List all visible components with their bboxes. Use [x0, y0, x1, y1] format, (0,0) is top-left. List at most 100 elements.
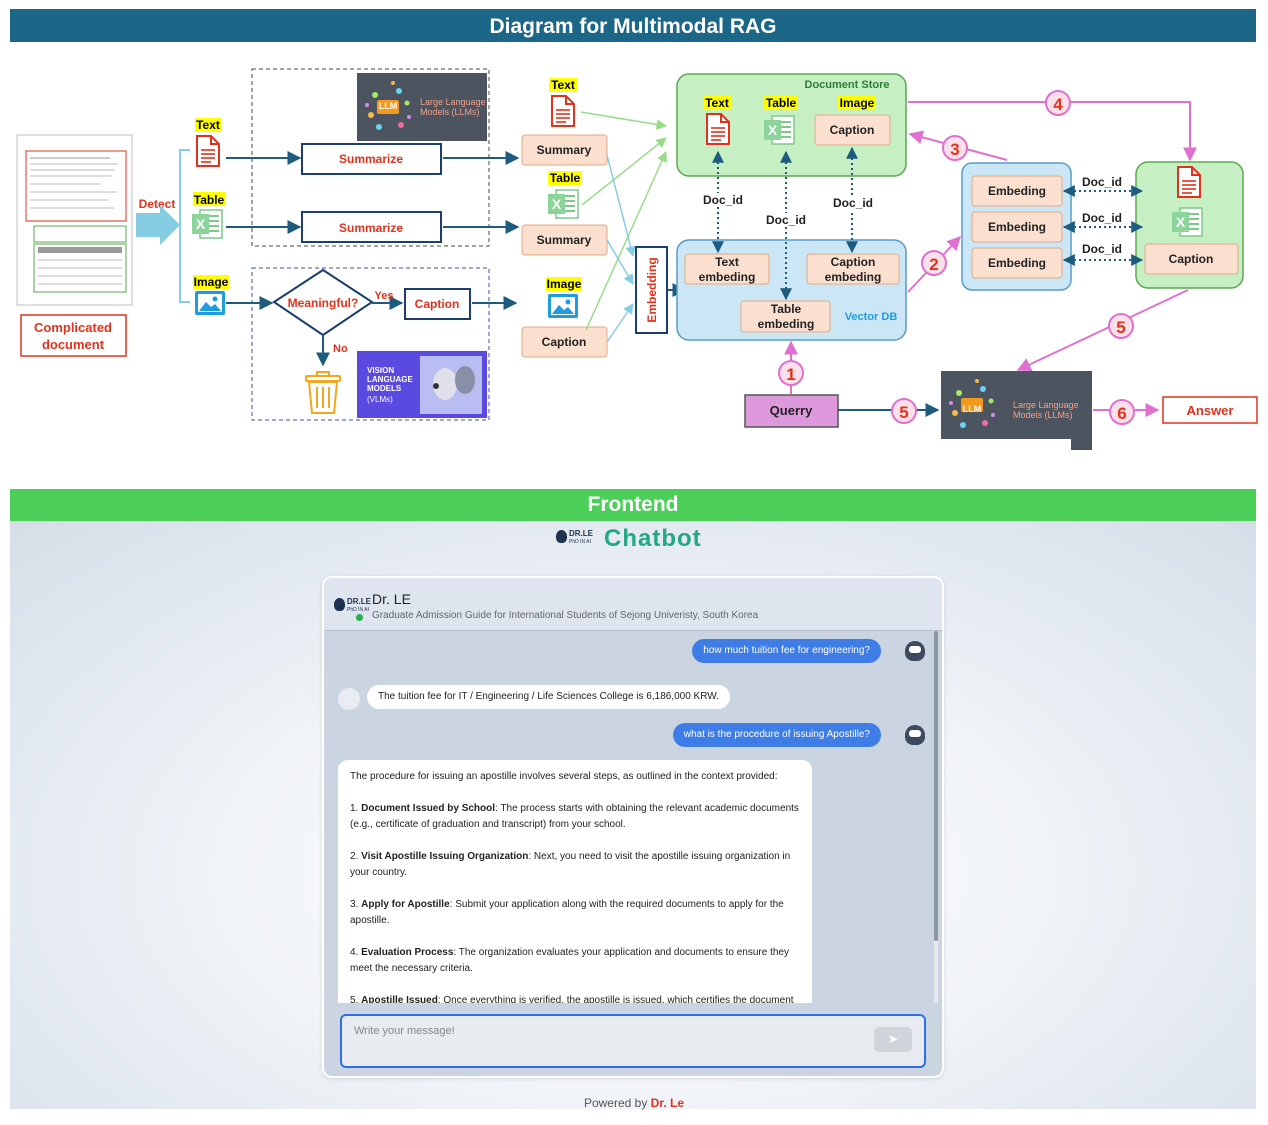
- svg-text:5: 5: [899, 403, 908, 422]
- svg-text:LANGUAGE: LANGUAGE: [367, 375, 413, 384]
- step-5b: 5: [891, 398, 917, 424]
- step-2: 2: [921, 250, 947, 276]
- chat-subtitle: Graduate Admission Guide for Internation…: [372, 610, 759, 621]
- caption-box-mid: Caption: [542, 335, 587, 349]
- message-input[interactable]: [352, 1024, 856, 1038]
- diagram-title: Diagram for Multimodal RAG: [489, 15, 776, 38]
- document-thumbnail: [16, 134, 133, 306]
- svg-text:Models (LLMs): Models (LLMs): [1013, 410, 1073, 420]
- send-button[interactable]: ➤: [874, 1027, 912, 1052]
- multimodal-rag-diagram: X Diagram for Multimodal RAG: [10, 9, 1258, 450]
- doc-id-label-6: Doc_id: [1082, 242, 1122, 256]
- powered-by: Powered by Dr. Le: [583, 1096, 685, 1110]
- online-status-dot: [356, 614, 363, 621]
- mid-doc-icon: [551, 95, 575, 127]
- image-picture-icon: [195, 291, 225, 315]
- summarize-table-box: Summarize: [339, 221, 403, 235]
- user-avatar-icon: [904, 724, 926, 746]
- bot-message: The tuition fee for IT / Engineering / L…: [367, 685, 730, 709]
- mid-text-label: Text: [551, 78, 575, 92]
- store-xls-icon: [763, 115, 795, 145]
- right-doc-icon: [1177, 166, 1201, 198]
- dr-le-logo: DR.LE PhD IN AI: [556, 528, 593, 550]
- svg-text:VISION: VISION: [367, 366, 394, 375]
- step-1: 1: [778, 360, 804, 386]
- svg-text:Models (LLMs): Models (LLMs): [420, 107, 480, 117]
- svg-text:1: 1: [786, 365, 795, 384]
- chatbot-header: DR.LE PhD IN AI Chatbot: [556, 524, 702, 554]
- store-text-label: Text: [705, 96, 729, 110]
- svg-text:5: 5: [1116, 318, 1125, 337]
- doc-id-label-1: Doc_id: [703, 193, 743, 207]
- caption-box-left: Caption: [415, 297, 460, 311]
- powered-by-name[interactable]: Dr. Le: [650, 1096, 685, 1110]
- yes-label: Yes: [375, 290, 394, 302]
- type-image-label: Image: [194, 275, 229, 289]
- store-caption-box: Caption: [830, 123, 875, 137]
- table-xls-icon: [191, 209, 223, 239]
- svg-text:(VLMs): (VLMs): [367, 395, 393, 404]
- mid-image-label: Image: [547, 277, 582, 291]
- svg-text:3: 3: [950, 140, 959, 159]
- send-arrow-icon: ➤: [887, 1032, 899, 1046]
- mid-xls-icon: [547, 189, 579, 219]
- store-image-label: Image: [840, 96, 875, 110]
- chat-name: Dr. LE: [372, 591, 411, 607]
- type-table-label: Table: [194, 193, 225, 207]
- vector-db-label: Vector DB: [845, 311, 898, 323]
- detect-arrow: [136, 205, 180, 245]
- chat-window: DR.LE PhD IN AI Dr. LE Graduate Admissio…: [322, 576, 944, 1078]
- user-message: what is the procedure of issuing Apostil…: [672, 723, 881, 747]
- answer-box: Answer: [1187, 403, 1234, 418]
- document-store-title: Document Store: [805, 79, 890, 91]
- frontend-band: Frontend: [10, 489, 1256, 521]
- store-table-label: Table: [766, 96, 797, 110]
- query-box: Querry: [770, 403, 813, 418]
- svg-text:LLM: LLM: [379, 101, 398, 111]
- bot-avatar: DR.LE PhD IN AI: [334, 596, 371, 618]
- step-5a: 5: [1108, 313, 1134, 339]
- doc-id-label-4: Doc_id: [1082, 175, 1122, 189]
- vlm-image: VISION LANGUAGE MODELS (VLMs): [357, 351, 487, 418]
- embeding-box-2: Embeding: [988, 220, 1046, 234]
- svg-text:MODELS: MODELS: [367, 384, 402, 393]
- bot-avatar-icon: [338, 688, 360, 710]
- step-6: 6: [1109, 399, 1135, 425]
- embeding-box-1: Embeding: [988, 184, 1046, 198]
- svg-text:Large Language: Large Language: [420, 97, 486, 107]
- doc-id-label-3: Doc_id: [833, 196, 873, 210]
- right-xls-icon: [1171, 207, 1203, 237]
- right-caption-box: Caption: [1169, 252, 1214, 266]
- trash-icon: [305, 371, 341, 414]
- svg-text:LLM: LLM: [963, 404, 982, 414]
- message-input-box[interactable]: ➤: [340, 1014, 926, 1068]
- chat-header: DR.LE PhD IN AI Dr. LE Graduate Admissio…: [324, 578, 942, 631]
- message-list[interactable]: how much tuition fee for engineering? Th…: [324, 631, 934, 1003]
- embeding-box-3: Embeding: [988, 256, 1046, 270]
- user-message: how much tuition fee for engineering?: [692, 639, 881, 663]
- no-label: No: [333, 343, 348, 355]
- svg-text:4: 4: [1053, 95, 1063, 114]
- mid-table-label: Table: [550, 171, 581, 185]
- meaningful-decision: Meaningful?: [288, 296, 359, 310]
- summary-box-2: Summary: [537, 233, 592, 247]
- summary-box-1: Summary: [537, 143, 592, 157]
- detect-label: Detect: [139, 197, 176, 211]
- summarize-text-box: Summarize: [339, 152, 403, 166]
- store-doc-icon: [706, 113, 730, 145]
- svg-text:Large Language: Large Language: [1013, 400, 1079, 410]
- mid-image-icon: [548, 294, 578, 318]
- bot-long-answer: The procedure for issuing an apostille i…: [338, 760, 812, 1003]
- doc-id-label-5: Doc_id: [1082, 211, 1122, 225]
- embedding-box: Embedding: [645, 257, 659, 322]
- text-doc-icon: [196, 135, 220, 167]
- app-title: Chatbot: [604, 525, 702, 552]
- type-text-label: Text: [196, 118, 220, 132]
- doc-id-label-2: Doc_id: [766, 213, 806, 227]
- scrollbar-thumb[interactable]: [934, 631, 938, 941]
- user-avatar-icon: [904, 640, 926, 662]
